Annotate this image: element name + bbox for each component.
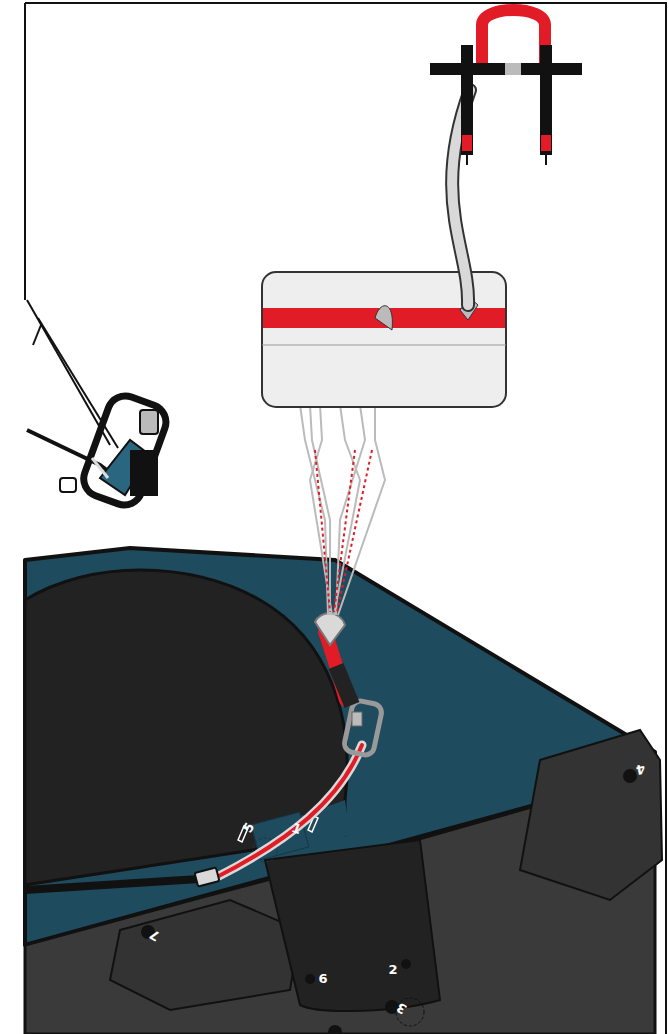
- handle-pin: [467, 151, 546, 165]
- zip-channel: [25, 878, 215, 890]
- buckle: [60, 478, 76, 492]
- carabiner-body: [79, 391, 171, 510]
- frame: [25, 3, 666, 1034]
- side-flap: [520, 730, 662, 900]
- seat-area: [25, 570, 347, 885]
- zip-slider: [195, 867, 220, 886]
- maillon-nut: [352, 712, 362, 726]
- grommets: [141, 769, 637, 1034]
- bridle: [215, 745, 362, 878]
- hole: [305, 974, 315, 984]
- carabiner-lock: [140, 410, 158, 434]
- handle-post: [461, 45, 473, 155]
- harness-lines: [27, 300, 120, 492]
- handle-loop: [482, 10, 545, 70]
- handle-tip: [462, 135, 472, 151]
- handle-label: [505, 63, 521, 75]
- strap-end: [130, 450, 158, 496]
- line: [337, 450, 372, 612]
- line: [315, 450, 330, 612]
- line: [310, 405, 332, 615]
- leg-flap: [110, 900, 300, 1010]
- container-seam: [262, 345, 506, 346]
- riser-sleeve: [336, 666, 352, 705]
- reserve-flap: [265, 840, 440, 1011]
- band-loop: [375, 306, 392, 330]
- stitch: [92, 458, 108, 478]
- hole: [328, 1025, 342, 1034]
- line: [38, 318, 118, 448]
- suspension-lines: [300, 405, 385, 615]
- handle-post: [540, 45, 552, 155]
- handle-tip: [541, 135, 551, 151]
- hole: [623, 769, 637, 783]
- maillon: [343, 699, 383, 756]
- line: [336, 405, 365, 615]
- hole: [401, 959, 411, 969]
- line: [310, 405, 330, 615]
- line: [338, 405, 385, 615]
- callout-number: 2: [388, 963, 397, 976]
- riser-loop: [315, 613, 345, 645]
- line: [334, 450, 355, 612]
- carabiner: [79, 391, 171, 510]
- handle-bar: [430, 63, 582, 75]
- callout-number: 6: [318, 972, 327, 985]
- bridle-core: [215, 745, 362, 878]
- line: [334, 405, 360, 615]
- line: [33, 325, 41, 345]
